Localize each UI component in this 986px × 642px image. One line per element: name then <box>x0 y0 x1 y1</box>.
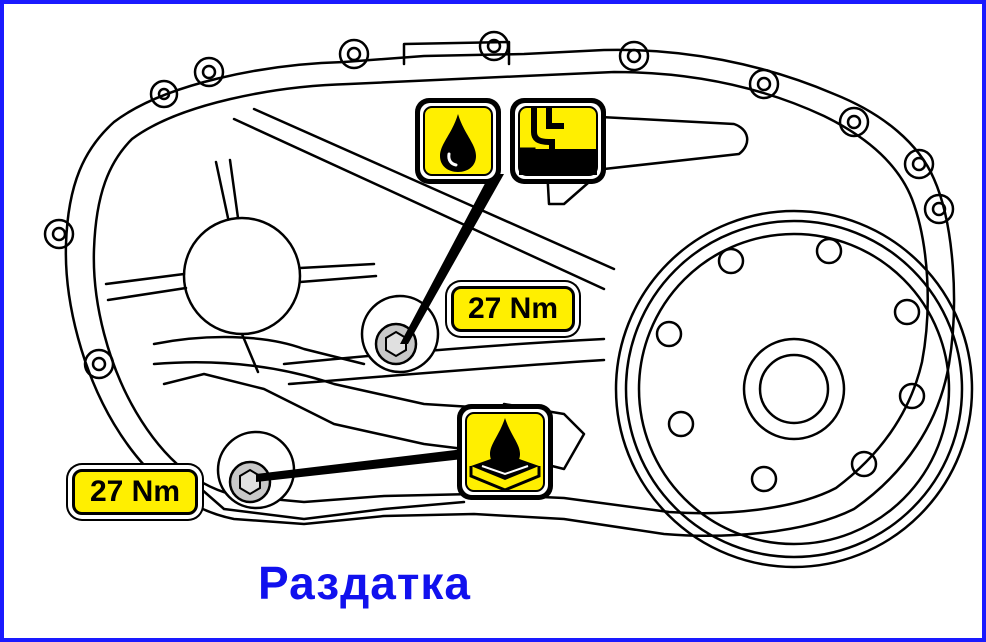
torque-label-upper: 27 Nm <box>451 286 575 332</box>
oil-level-icon <box>510 98 606 184</box>
leader-lower <box>256 448 472 482</box>
oil-drain-icon <box>457 404 553 500</box>
leader-upper <box>400 174 504 344</box>
transfer-case-drawing <box>43 30 974 569</box>
oil-drop-icon <box>415 98 501 184</box>
housing-outline <box>64 48 956 537</box>
torque-label-lower: 27 Nm <box>72 469 198 515</box>
drain-plug <box>216 430 296 510</box>
diagram-caption: Раздатка <box>258 557 472 609</box>
